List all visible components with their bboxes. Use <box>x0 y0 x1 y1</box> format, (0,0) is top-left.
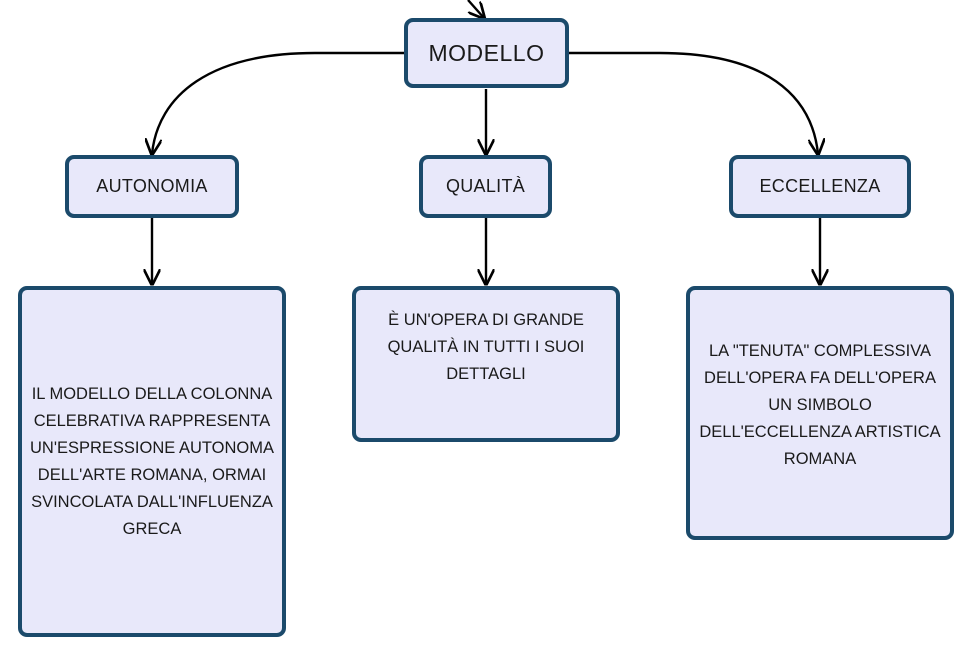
branch-node-eccellenza[interactable]: ECCELLENZA <box>729 155 911 218</box>
leaf-node-text: LA "TENUTA" COMPLESSIVA DELL'OPERA FA DE… <box>699 341 941 468</box>
leaf-node-qualita[interactable]: È UN'OPERA DI GRANDE QUALITÀ IN TUTTI I … <box>352 286 620 442</box>
branch-node-label: QUALITÀ <box>445 176 526 196</box>
branch-node-autonomia[interactable]: AUTONOMIA <box>65 155 239 218</box>
leaf-node-text: È UN'OPERA DI GRANDE QUALITÀ IN TUTTI I … <box>387 310 585 383</box>
root-node-label: MODELLO <box>428 39 545 66</box>
leaf-node-autonomia[interactable]: IL MODELLO DELLA COLONNA CELEBRATIVA RAP… <box>18 286 286 637</box>
root-node[interactable]: MODELLO <box>404 18 569 88</box>
branch-node-label: ECCELLENZA <box>759 176 881 196</box>
leaf-node-eccellenza[interactable]: LA "TENUTA" COMPLESSIVA DELL'OPERA FA DE… <box>686 286 954 540</box>
branch-node-qualita[interactable]: QUALITÀ <box>419 155 552 218</box>
leaf-node-text: IL MODELLO DELLA COLONNA CELEBRATIVA RAP… <box>30 384 274 538</box>
connector-root-autonomia <box>152 51 404 154</box>
branch-node-label: AUTONOMIA <box>96 176 208 196</box>
connector-root-eccellenza <box>569 51 818 154</box>
incoming-connector <box>467 0 484 18</box>
